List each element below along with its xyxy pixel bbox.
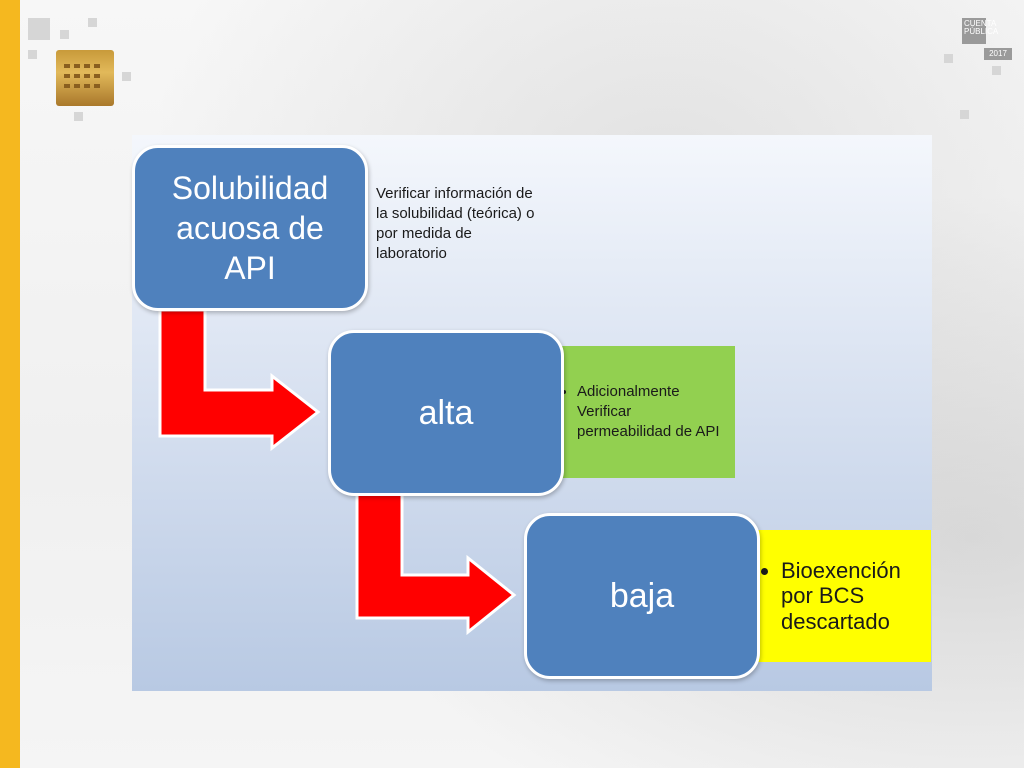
decor-square [960,110,969,119]
decor-square [992,66,1001,75]
building-logo-icon [56,50,114,106]
decor-square [122,72,131,81]
decor-square [28,50,37,59]
logo-year: 2017 [984,48,1012,60]
note-level2-text: Adicionalmente Verificar permeabilidad d… [577,382,727,443]
decor-square [944,54,953,63]
decor-square [60,30,69,39]
accent-sidebar [0,0,20,768]
decor-square [74,112,83,121]
level3-title: baja [609,576,675,615]
cuenta-publica-logo: CUENTA PÚBLICA 2017 [962,18,1014,62]
decor-square [28,18,50,40]
decor-square [88,18,97,27]
level1-box: Solubilidad acuosa de API [132,145,368,311]
logo-text: CUENTA PÚBLICA [962,18,998,44]
note-level3: Bioexención por BCS descartado [745,530,931,662]
note-level1: Verificar información de la solubilidad … [362,160,540,288]
note-level2: Adicionalmente Verificar permeabilidad d… [545,346,735,478]
level3-box: baja [524,513,760,679]
note-level3-text: Bioexención por BCS descartado [781,558,923,634]
level2-box: alta [328,330,564,496]
level2-title: alta [418,393,474,432]
note-level1-text: Verificar información de la solubilidad … [376,184,540,265]
level1-title: Solubilidad acuosa de API [171,170,329,286]
